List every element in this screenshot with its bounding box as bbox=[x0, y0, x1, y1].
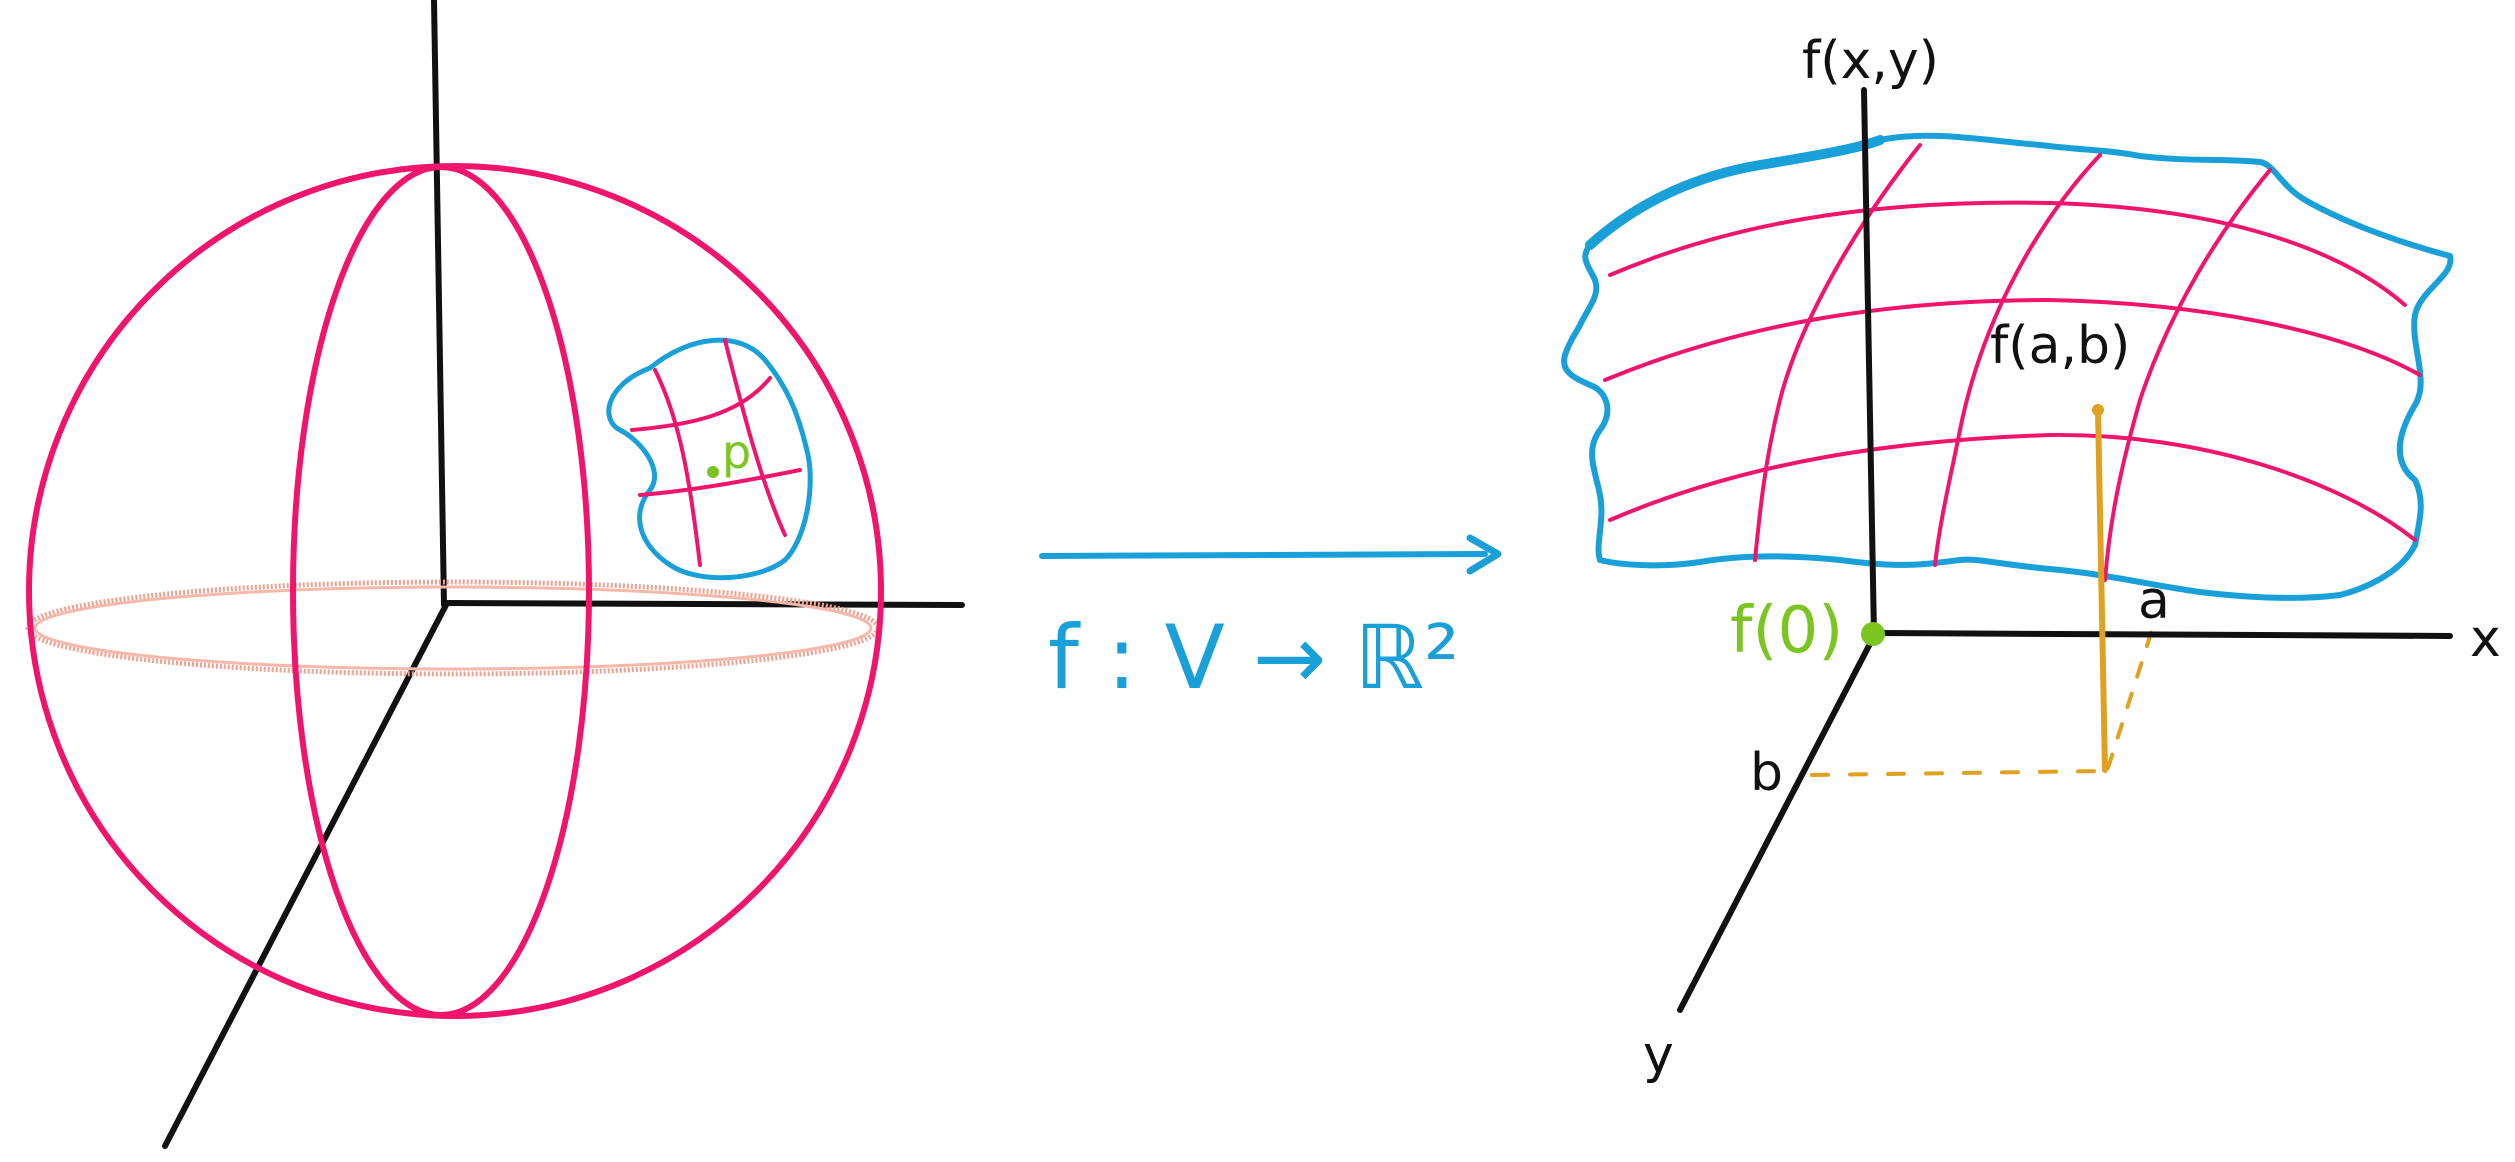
point-p-label: p bbox=[722, 425, 751, 479]
chart-patch-grid bbox=[630, 338, 802, 567]
map-label: f : V → ℝ² bbox=[1048, 606, 1459, 709]
graph-x-axis bbox=[1871, 630, 2453, 639]
b-label: b bbox=[1750, 743, 1783, 803]
projection-a-line bbox=[2106, 628, 2154, 770]
origin-dot bbox=[1861, 622, 1885, 646]
chart-patch-outline bbox=[606, 337, 813, 581]
map-arrow-shaft bbox=[1039, 551, 1488, 559]
sphere-equator-inner bbox=[33, 585, 873, 671]
value-label: f(a,b) bbox=[1990, 316, 2130, 376]
graph-y-axis bbox=[1677, 633, 1877, 1013]
a-label: a bbox=[2138, 571, 2170, 631]
graph-z-axis bbox=[1861, 87, 1877, 638]
sphere-figure: p bbox=[25, 0, 965, 1149]
sphere-outline bbox=[26, 163, 884, 1019]
z-axis-label: f(x,y) bbox=[1802, 31, 1939, 91]
map-arrow-head bbox=[1466, 534, 1502, 575]
origin-label: f(0) bbox=[1730, 594, 1843, 668]
projection-b-line bbox=[1810, 769, 2107, 777]
sphere-x-axis bbox=[441, 600, 965, 608]
surface-top-edge-heavy bbox=[1585, 135, 1885, 250]
sphere-y-axis bbox=[162, 602, 449, 1149]
point-p-dot bbox=[707, 466, 719, 478]
sphere-meridian bbox=[290, 164, 592, 1018]
sphere-z-axis bbox=[431, 0, 447, 608]
value-stem bbox=[2095, 407, 2108, 773]
y-axis-label: y bbox=[1643, 1025, 1674, 1085]
x-axis-label: x bbox=[2470, 609, 2501, 669]
surface-outline bbox=[1561, 132, 2454, 601]
map-arrow-group: f : V → ℝ² bbox=[1039, 534, 1502, 709]
sphere-equator bbox=[25, 579, 881, 677]
surface-grid bbox=[1603, 143, 2422, 582]
value-stem-top bbox=[2092, 404, 2104, 416]
graph-figure: f(x,y) x y f(0) f(a,b) a b bbox=[1561, 31, 2501, 1085]
